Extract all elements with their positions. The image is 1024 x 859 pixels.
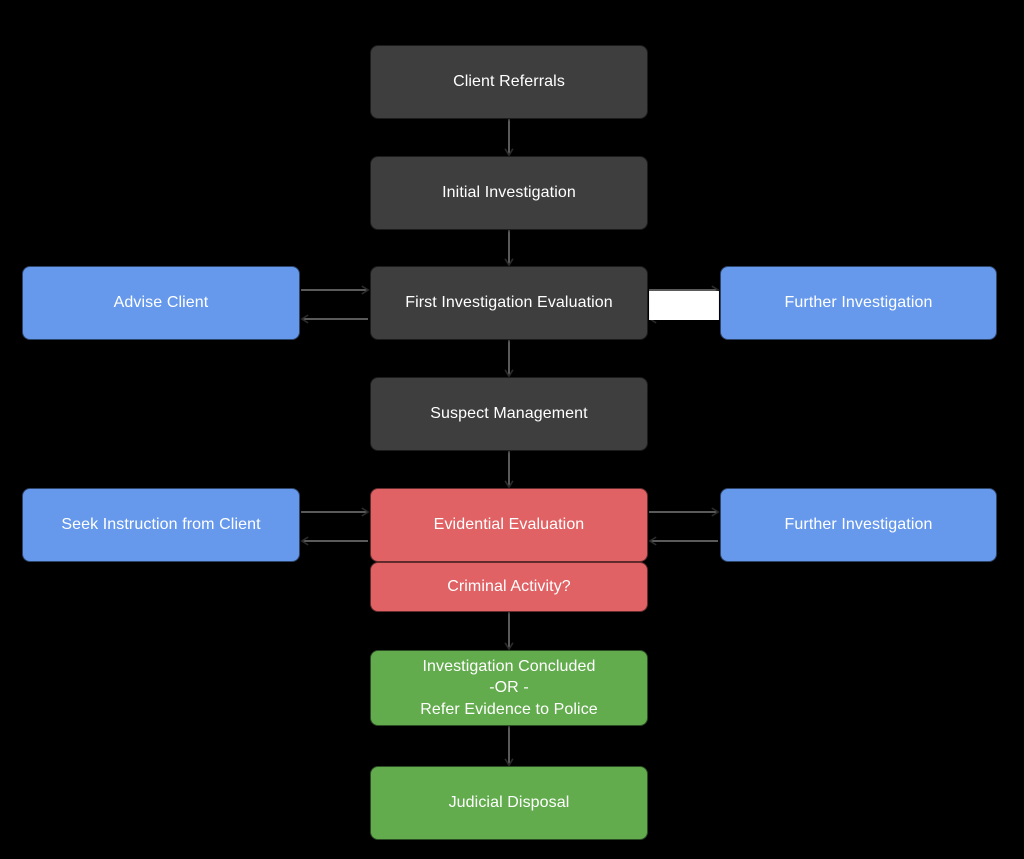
node-label-evidential-evaluation: Evidential Evaluation — [433, 516, 585, 534]
node-label-further-investigation-top: Further Investigation — [784, 294, 933, 312]
node-label-first-investigation-evaluation: First Investigation Evaluation — [405, 294, 613, 312]
node-label-initial-investigation: Initial Investigation — [442, 184, 576, 202]
node-further-investigation-bottom[interactable]: Further Investigation — [720, 488, 997, 562]
node-label-further-investigation-bottom: Further Investigation — [784, 516, 933, 534]
edge-highlight-first-evaluation-further-investigation — [649, 291, 719, 320]
node-investigation-concluded[interactable]: Investigation Concluded -OR - Refer Evid… — [370, 650, 648, 726]
node-label-investigation-concluded: Investigation Concluded -OR - Refer Evid… — [420, 657, 598, 718]
node-label-advise-client: Advise Client — [113, 294, 209, 312]
node-suspect-management[interactable]: Suspect Management — [370, 377, 648, 451]
node-further-investigation-top[interactable]: Further Investigation — [720, 266, 997, 340]
node-criminal-activity[interactable]: Criminal Activity? — [370, 562, 648, 612]
node-label-client-referrals: Client Referrals — [453, 73, 565, 91]
node-initial-investigation[interactable]: Initial Investigation — [370, 156, 648, 230]
node-label-seek-instruction-from-client: Seek Instruction from Client — [61, 516, 261, 534]
node-advise-client[interactable]: Advise Client — [22, 266, 300, 340]
node-label-criminal-activity: Criminal Activity? — [447, 578, 571, 596]
node-seek-instruction-from-client[interactable]: Seek Instruction from Client — [22, 488, 300, 562]
node-label-judicial-disposal: Judicial Disposal — [448, 794, 570, 812]
node-judicial-disposal[interactable]: Judicial Disposal — [370, 766, 648, 840]
node-first-investigation-evaluation[interactable]: First Investigation Evaluation — [370, 266, 648, 340]
node-evidential-evaluation[interactable]: Evidential Evaluation — [370, 488, 648, 562]
node-client-referrals[interactable]: Client Referrals — [370, 45, 648, 119]
node-label-suspect-management: Suspect Management — [430, 405, 588, 423]
